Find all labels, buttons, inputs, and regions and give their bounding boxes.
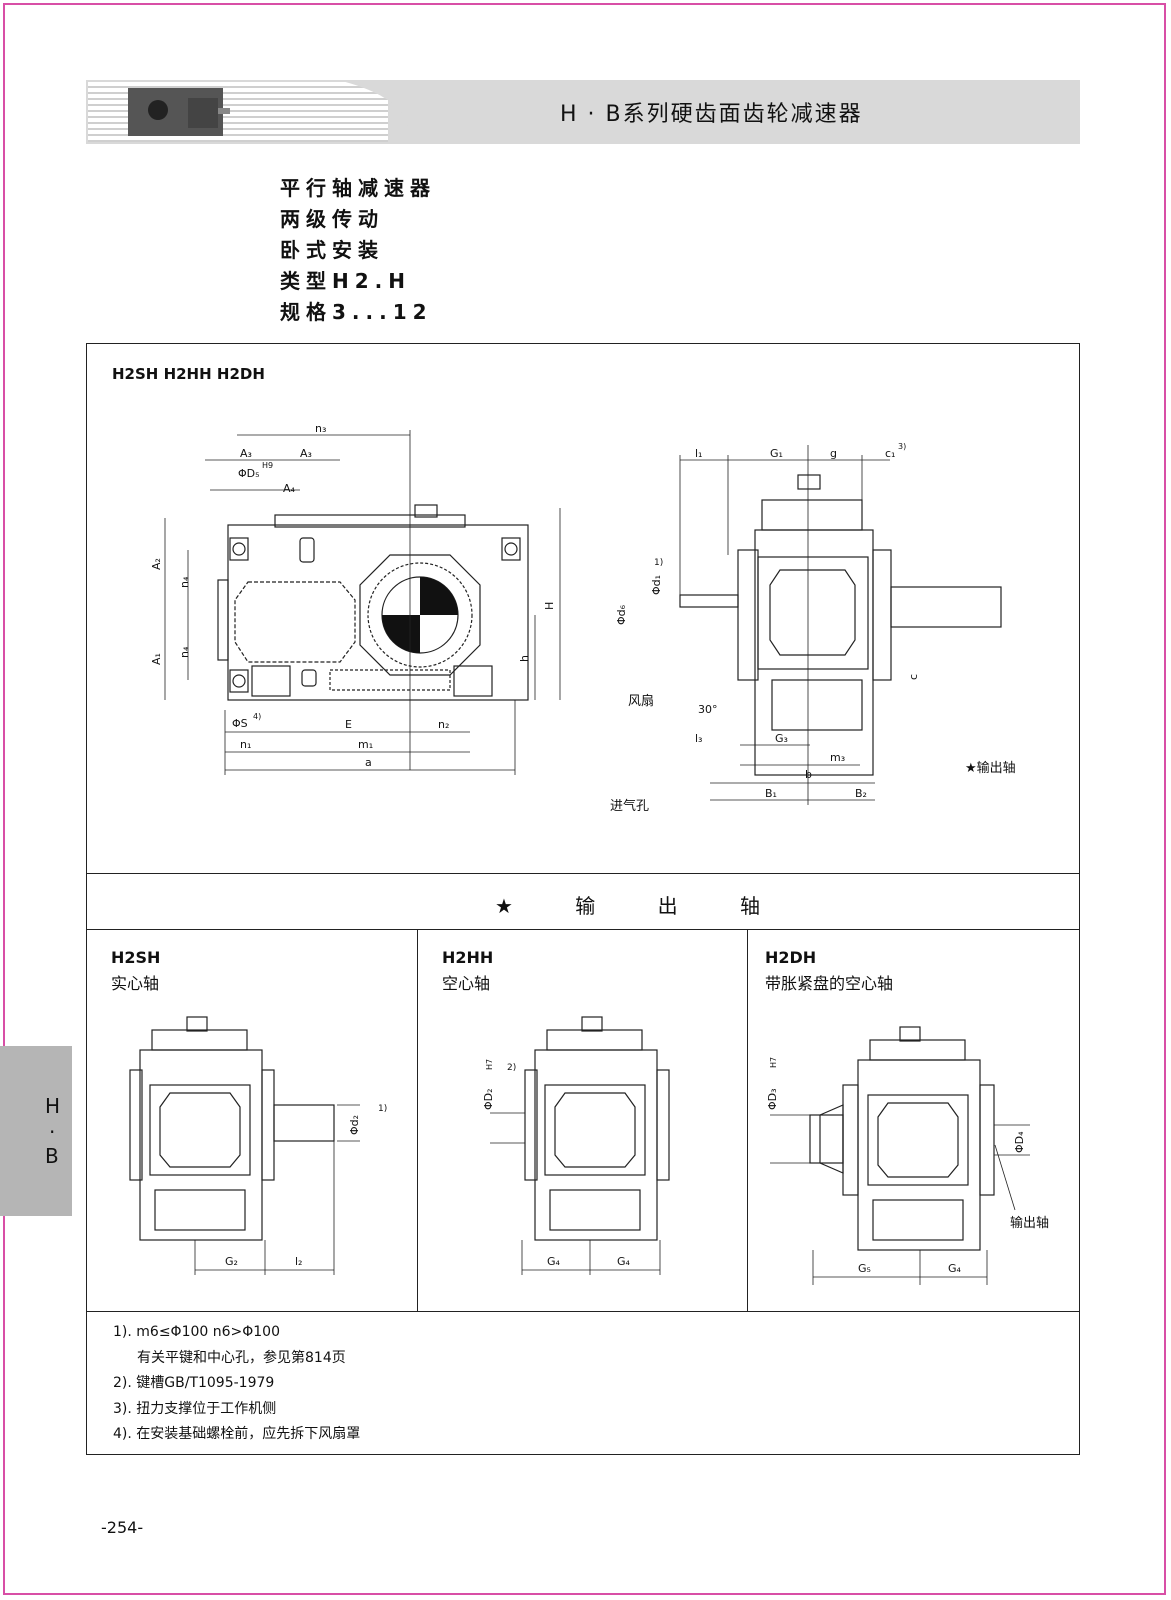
svg-text:H7: H7 — [769, 1057, 778, 1068]
main-frame — [86, 343, 1080, 1455]
svg-text:3): 3) — [898, 442, 906, 451]
side-tab: H · B — [0, 1046, 72, 1216]
svg-text:B₁: B₁ — [765, 787, 777, 800]
svg-text:Φd₂: Φd₂ — [348, 1115, 361, 1135]
svg-text:ΦD₂: ΦD₂ — [482, 1088, 495, 1110]
svg-text:4): 4) — [253, 712, 261, 721]
svg-text:A₂: A₂ — [150, 558, 163, 570]
note-line: 2). 键槽GB/T1095-1979 — [113, 1375, 275, 1391]
svg-text:B₂: B₂ — [855, 787, 867, 800]
side-tab-letter: B — [45, 1144, 59, 1168]
svg-text:G₄: G₄ — [948, 1262, 962, 1275]
divider — [747, 929, 748, 1311]
svg-text:1): 1) — [378, 1104, 387, 1114]
svg-text:G₃: G₃ — [775, 732, 788, 745]
product-specs: 平行轴减速器 两级传动 卧式安装 类型H2.H 规格3...12 — [280, 173, 436, 328]
variant-h2dh-drawing: ΦD₃ H7 ΦD₄ 输出轴 G₅ G₄ — [766, 1026, 1049, 1285]
note-line: 1). m6≤Φ100 n6>Φ100 — [113, 1324, 280, 1340]
svg-text:G₁: G₁ — [770, 447, 783, 460]
svg-text:n₁: n₁ — [240, 738, 251, 751]
svg-text:ΦD₃: ΦD₃ — [766, 1088, 779, 1110]
svg-text:Φd₆: Φd₆ — [615, 604, 628, 625]
svg-text:l₃: l₃ — [695, 732, 702, 745]
variant-h2sh-drawing: G₂ l₂ Φd₂ 1) — [129, 1016, 387, 1275]
svg-text:★输出轴: ★输出轴 — [965, 760, 1016, 776]
svg-text:输出轴: 输出轴 — [1010, 1215, 1049, 1231]
spec-line: 类型H2.H — [280, 269, 411, 293]
section-title: ★ 输 出 轴 — [495, 894, 789, 918]
svg-text:G₄: G₄ — [547, 1255, 561, 1268]
svg-text:H7: H7 — [485, 1059, 494, 1070]
svg-text:Φd₁: Φd₁ — [650, 575, 663, 595]
svg-text:ΦD₄: ΦD₄ — [1013, 1131, 1026, 1153]
svg-text:H: H — [543, 602, 556, 610]
spec-line: 卧式安装 — [280, 238, 384, 262]
page-number: -254- — [101, 1518, 144, 1537]
side-tab-dot: · — [49, 1120, 56, 1144]
spec-line: 规格3...12 — [280, 300, 433, 324]
variant-h2hh-drawing: ΦD₂ H7 2) G₄ G₄ — [482, 1016, 670, 1275]
spec-line: 平行轴减速器 — [280, 176, 436, 200]
svg-text:l₁: l₁ — [695, 447, 702, 460]
svg-text:2): 2) — [507, 1063, 516, 1073]
note-line: 有关平键和中心孔，参见第814页 — [137, 1349, 346, 1366]
svg-text:m₁: m₁ — [358, 738, 373, 751]
svg-text:A₄: A₄ — [283, 482, 296, 495]
page-border — [3, 3, 1166, 1595]
svg-text:风扇: 风扇 — [628, 693, 654, 709]
divider — [86, 1311, 1080, 1312]
side-view-drawing: l₁ G₁ g c₁ 3) 1) Φd₁ Φd₆ 风扇 30° c l₃ G₃ … — [610, 442, 1016, 814]
svg-text:n₂: n₂ — [438, 718, 449, 731]
svg-text:n₄: n₄ — [178, 646, 191, 658]
variant-code: H2DH — [765, 948, 817, 967]
svg-text:g: g — [830, 447, 837, 460]
variant-code: H2SH — [111, 948, 161, 967]
svg-text:l₂: l₂ — [295, 1255, 302, 1268]
svg-text:进气孔: 进气孔 — [610, 798, 649, 814]
dim-n3: n₃ — [315, 422, 326, 435]
divider — [86, 873, 1080, 874]
variant-name: 空心轴 — [442, 974, 491, 993]
note-line: 3). 扭力支撑位于工作机侧 — [113, 1400, 277, 1417]
variant-name: 带胀紧盘的空心轴 — [765, 974, 894, 993]
header-decoration — [128, 80, 418, 144]
front-view-drawing: n₃ A₃ A₃ ΦD₅ H9 A₄ A₂ A₁ n₄ n₄ H h ΦS 4)… — [150, 422, 561, 775]
svg-text:G₅: G₅ — [858, 1262, 871, 1275]
notes: 1). m6≤Φ100 n6>Φ100 有关平键和中心孔，参见第814页 2).… — [113, 1320, 360, 1448]
svg-text:c₁: c₁ — [885, 447, 895, 460]
svg-text:A₁: A₁ — [150, 653, 163, 665]
note-line: 4). 在安装基础螺栓前，应先拆下风扇罩 — [113, 1426, 361, 1442]
page-title: H · B系列硬齿面齿轮减速器 — [560, 102, 863, 127]
variant-name: 实心轴 — [111, 974, 160, 993]
svg-text:ΦD₅: ΦD₅ — [238, 467, 260, 480]
svg-text:1): 1) — [654, 558, 663, 568]
svg-text:A₃: A₃ — [240, 447, 252, 460]
svg-text:h: h — [518, 655, 531, 662]
svg-text:G₂: G₂ — [225, 1255, 238, 1268]
variant-code: H2HH — [442, 948, 494, 967]
svg-text:ΦS: ΦS — [232, 717, 248, 730]
svg-text:30°: 30° — [698, 703, 718, 716]
svg-text:b: b — [805, 768, 812, 781]
top-panel-title: H2SH H2HH H2DH — [112, 365, 265, 383]
svg-text:n₄: n₄ — [178, 576, 191, 588]
side-tab-letter: H — [45, 1094, 61, 1118]
svg-text:m₃: m₃ — [830, 751, 845, 764]
svg-text:G₄: G₄ — [617, 1255, 631, 1268]
spec-line: 两级传动 — [280, 207, 384, 231]
divider — [417, 929, 418, 1311]
svg-text:H9: H9 — [262, 461, 273, 470]
svg-text:c: c — [907, 674, 920, 680]
svg-text:a: a — [365, 756, 372, 769]
divider — [86, 929, 1080, 930]
svg-text:E: E — [345, 718, 352, 731]
svg-text:A₃: A₃ — [300, 447, 312, 460]
